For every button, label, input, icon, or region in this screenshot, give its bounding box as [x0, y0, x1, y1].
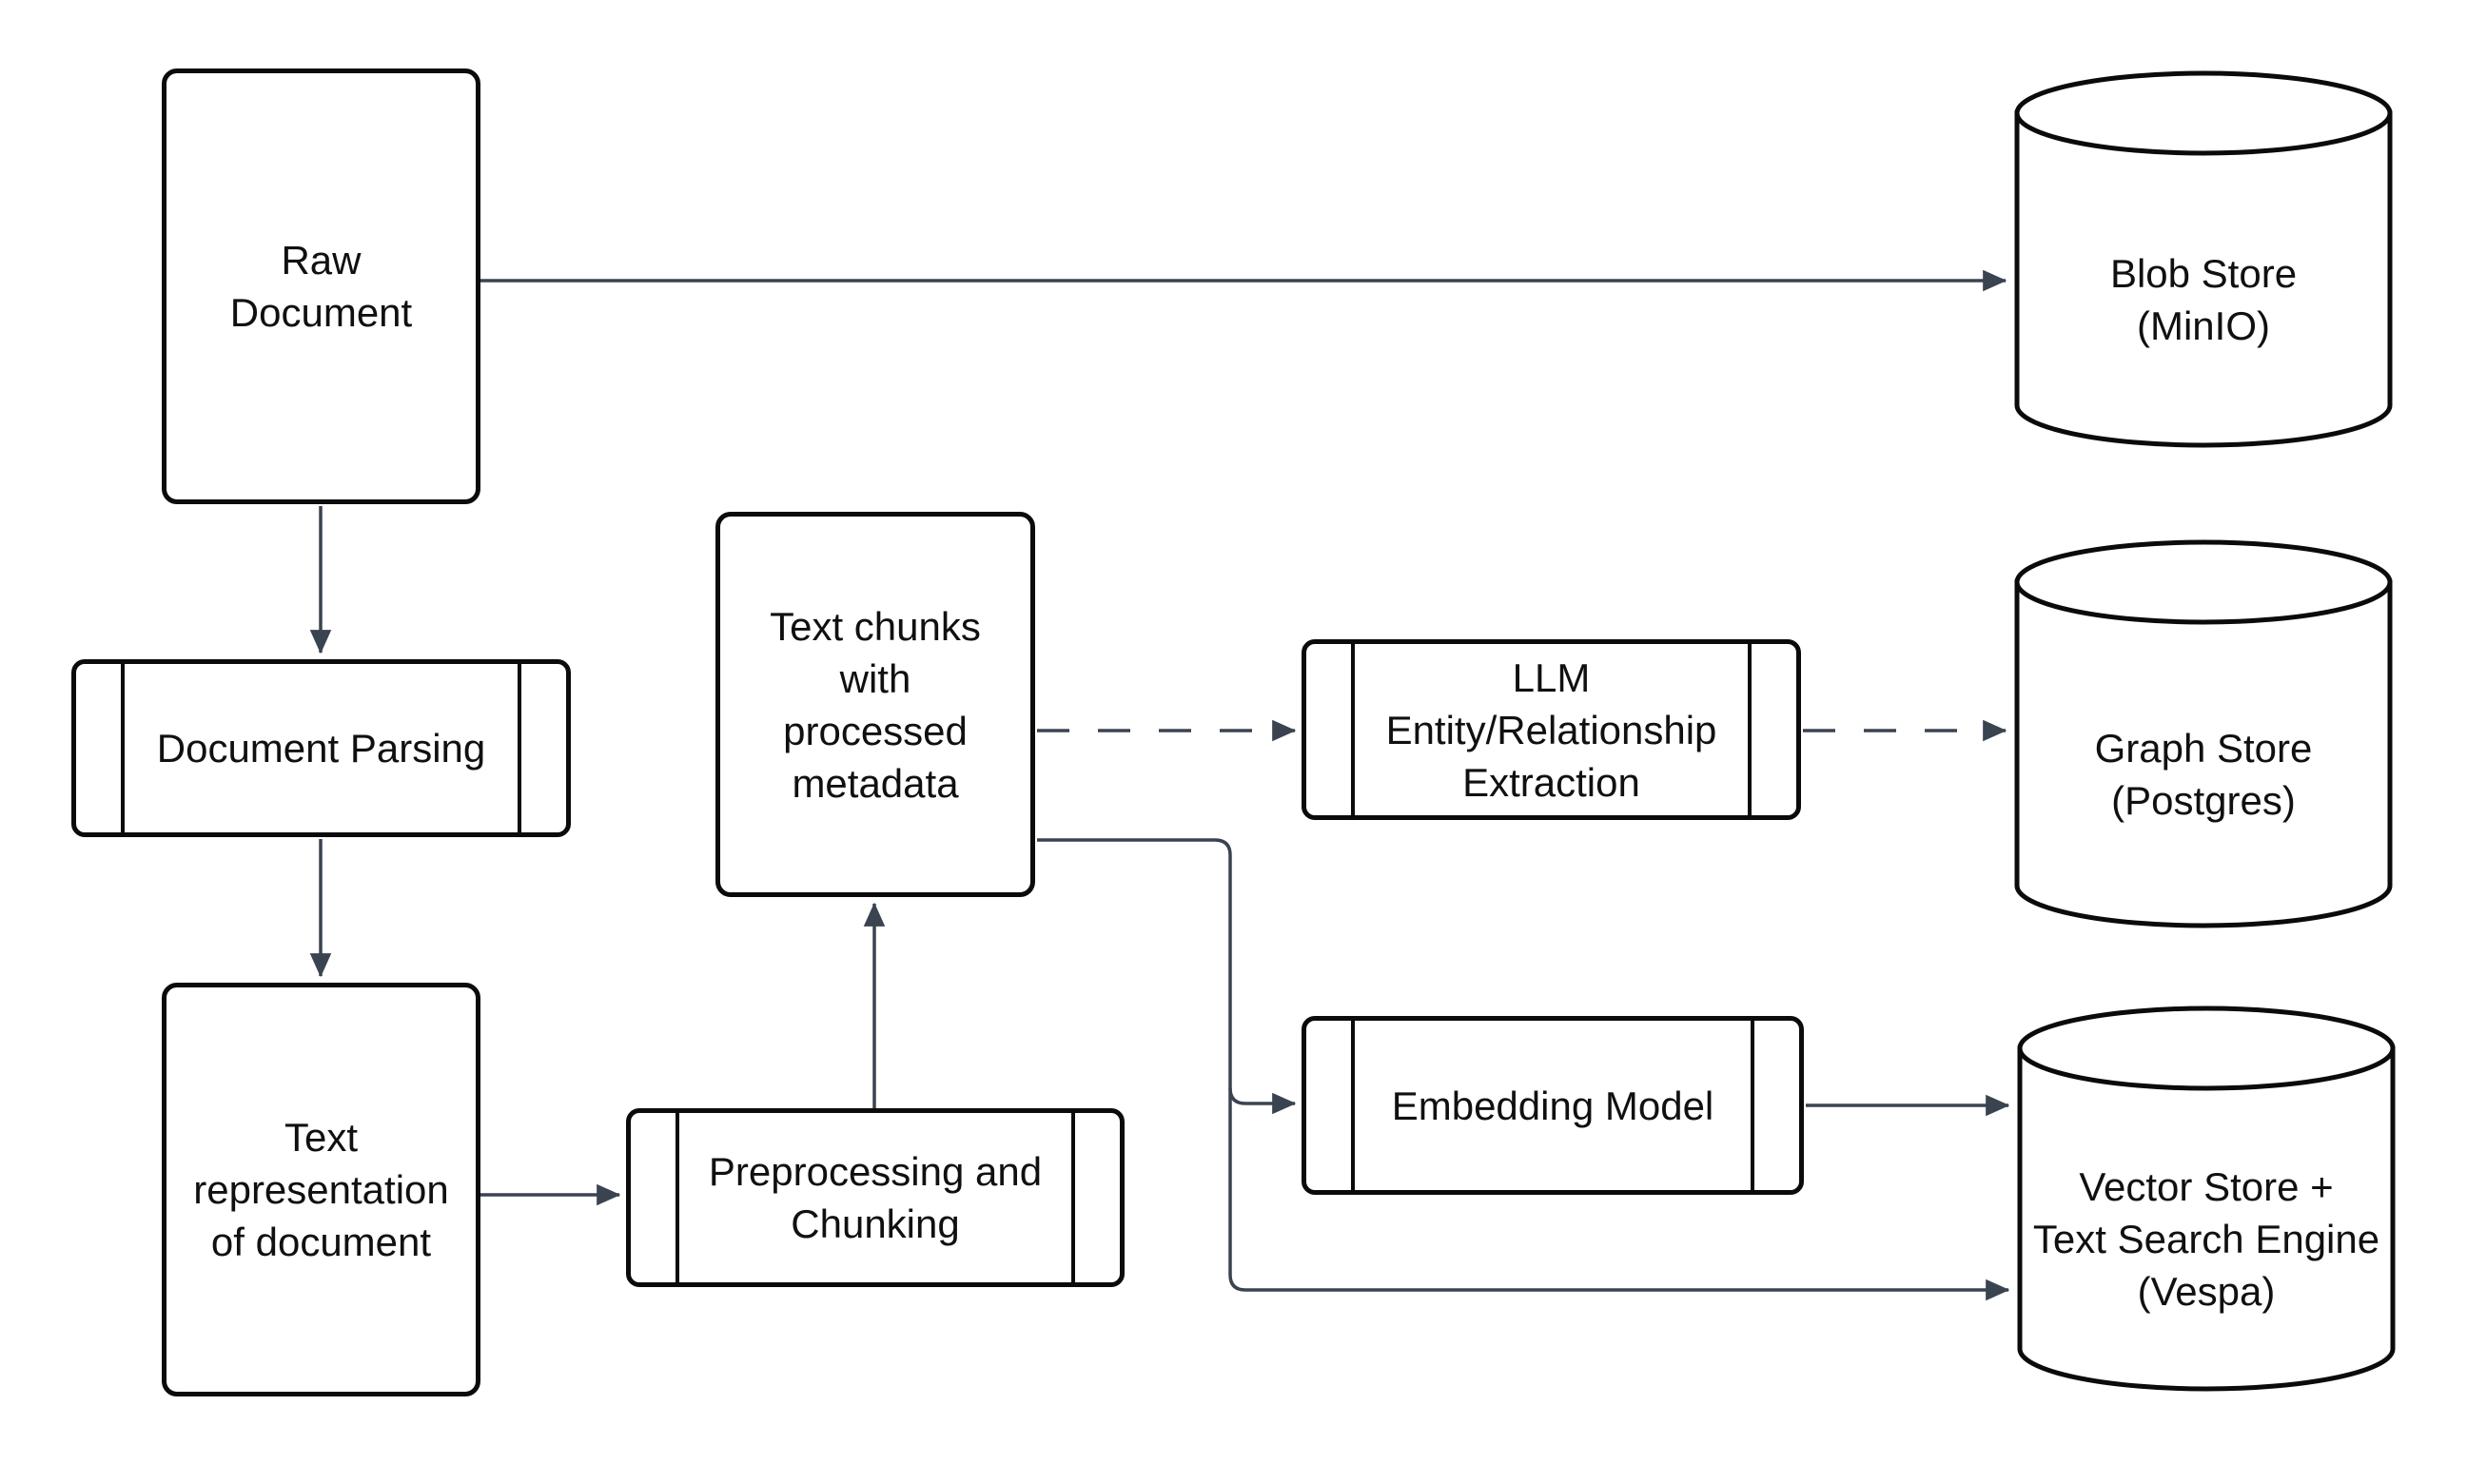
llm-extraction-label: LLM Entity/Relationship Extraction: [1385, 654, 1717, 805]
edge-text-chunks-to-vector-store: [1037, 838, 2010, 1301]
text-representation-label: Text representation of document: [193, 1115, 449, 1264]
node-graph-store: Graph Store (Postgres): [2012, 537, 2395, 930]
graph-store-label: Graph Store (Postgres): [2094, 725, 2313, 823]
node-llm-extraction: LLM Entity/Relationship Extraction: [1302, 639, 1801, 820]
node-embedding-model: Embedding Model: [1302, 1016, 1804, 1195]
cylinder-shape: [2017, 1006, 2396, 1392]
cylinder-shape: [2014, 539, 2393, 928]
preprocessing-label: Preprocessing and Chunking: [708, 1149, 1043, 1246]
raw-document-label: Raw Document: [229, 238, 413, 335]
node-vector-store: Vector Store + Text Search Engine (Vespa…: [2015, 1004, 2398, 1394]
cylinder-shape: [2014, 70, 2393, 448]
node-text-representation: Text representation of document: [162, 983, 480, 1396]
embedding-model-label: Embedding Model: [1391, 1083, 1714, 1128]
vector-store-label: Vector Store + Text Search Engine (Vespa…: [2032, 1163, 2380, 1314]
document-parsing-label: Document Parsing: [156, 726, 486, 771]
text-chunks-label: Text chunks with processed metadata: [770, 603, 981, 806]
node-preprocessing: Preprocessing and Chunking: [626, 1108, 1125, 1287]
node-raw-document: Raw Document: [162, 68, 480, 504]
blob-store-label: Blob Store (MinIO): [2109, 250, 2298, 348]
node-text-chunks: Text chunks with processed metadata: [715, 512, 1035, 897]
edge-text-chunks-to-embedding-model: [1228, 1087, 1297, 1115]
node-document-parsing: Document Parsing: [71, 659, 571, 837]
node-blob-store: Blob Store (MinIO): [2012, 68, 2395, 450]
